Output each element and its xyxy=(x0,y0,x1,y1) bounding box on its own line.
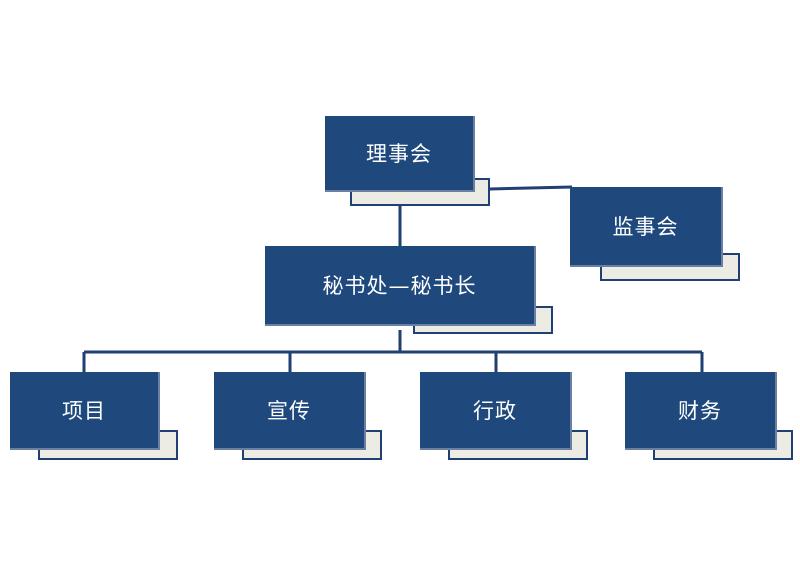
node-secretariat-label: 秘书处—秘书长 xyxy=(322,274,477,298)
node-publicity-box: 宣传 xyxy=(214,372,366,450)
node-supervisors-label: 监事会 xyxy=(612,215,679,239)
node-board-label: 理事会 xyxy=(366,142,432,166)
node-finance-label: 财务 xyxy=(678,399,722,423)
node-secretariat-box: 秘书处—秘书长 xyxy=(265,246,536,326)
node-supervisors-box: 监事会 xyxy=(570,187,723,267)
node-board-box: 理事会 xyxy=(325,116,475,192)
node-projects-label: 项目 xyxy=(62,399,106,423)
node-projects-box: 项目 xyxy=(10,372,160,450)
node-finance-box: 财务 xyxy=(625,372,777,450)
edge-board-supervisors xyxy=(489,185,573,191)
node-publicity-label: 宣传 xyxy=(267,399,311,423)
node-administration-box: 行政 xyxy=(420,372,572,450)
node-administration-label: 行政 xyxy=(473,399,517,423)
